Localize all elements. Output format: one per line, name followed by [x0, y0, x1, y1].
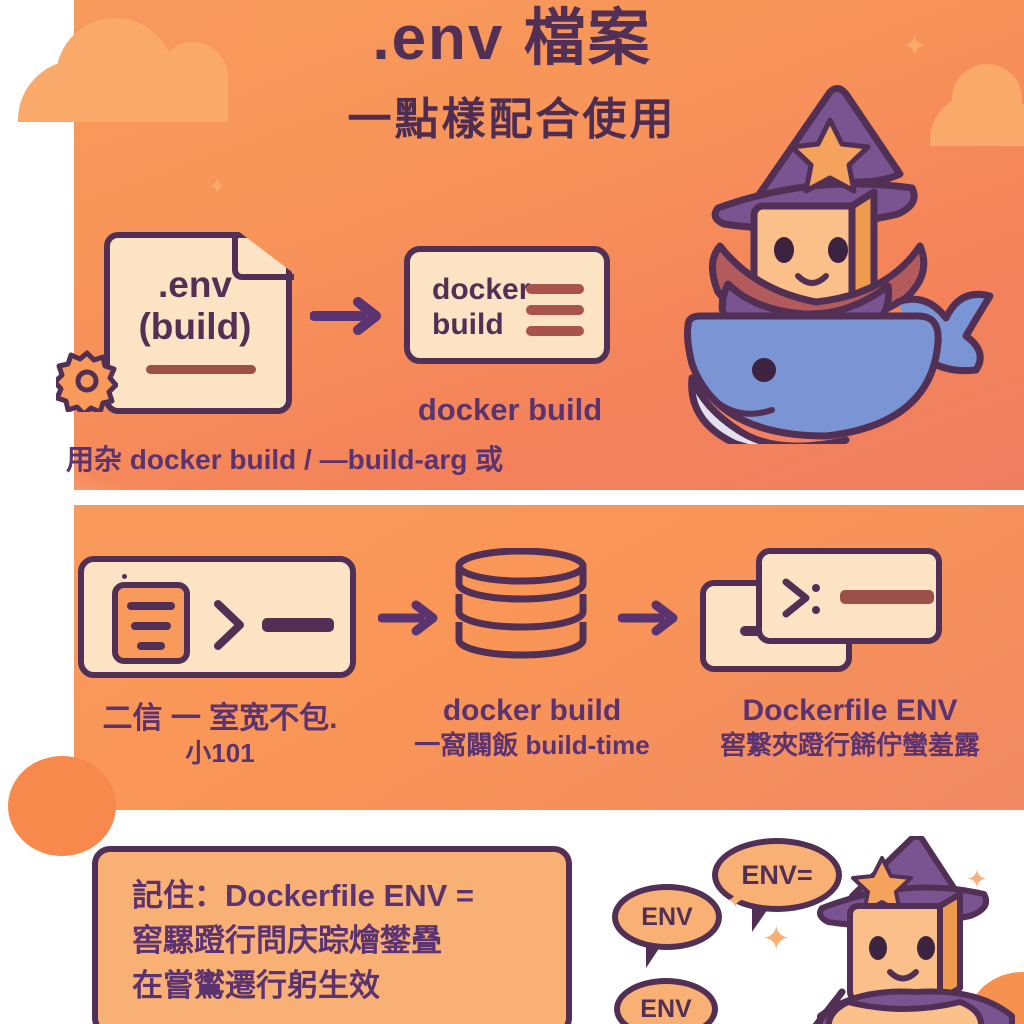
cursor-bar-icon	[262, 618, 334, 632]
header: .env 檔案 一點樣配合使用	[0, 0, 1024, 147]
page-title: .env 檔案	[372, 4, 652, 73]
arrow-right-icon-3	[618, 600, 678, 636]
row1-caption-sub: 用杂 docker build / —build-arg 或	[66, 444, 504, 475]
prompt-bar-icon	[840, 590, 934, 604]
speech-bubble-env-equals: ENV=	[712, 838, 842, 932]
menu-bars-icon	[526, 284, 584, 347]
docker-whale-wizard-mascot	[684, 85, 994, 444]
row2-caption-left: 二信 一 室宽不包. 小101	[102, 702, 338, 769]
docker-build-card: docker build	[404, 246, 610, 364]
note-line-1: 記住：Dockerfile ENV =	[132, 878, 474, 913]
arrow-right-icon-1	[310, 297, 381, 335]
card-dot	[122, 574, 127, 579]
note-line-3: 在嘗鸑遷行躬生效	[132, 967, 380, 1003]
sparkle-icon-2: ✦	[208, 174, 227, 199]
env-file-card: .env (build)	[104, 232, 292, 414]
speech-bubble-env-1: ENV	[612, 884, 722, 968]
env-file-label: .env (build)	[138, 264, 252, 348]
row2-caption-right: Dockerfile ENV 窖繋夾蹬行餙佇蠻羞露	[719, 694, 980, 761]
box-wizard-mascot	[812, 836, 1015, 1024]
row1-caption-title: docker build	[417, 392, 603, 427]
orange-blob-bottom-left	[8, 756, 116, 856]
terminal-card-front	[756, 548, 942, 644]
terminal-card	[78, 556, 356, 678]
document-icon	[112, 582, 190, 664]
page-subtitle: 一點樣配合使用	[347, 95, 677, 145]
note-box: 記住：Dockerfile ENV = 窖騾蹬行問庆踪燴鐢疂 在嘗鸑遷行躬生效	[92, 846, 572, 1024]
note-line-2: 窖騾蹬行問庆踪燴鐢疂	[132, 922, 442, 958]
arrow-right-icon-2	[378, 600, 438, 636]
file-fold-corner	[232, 232, 294, 280]
file-rule-line	[146, 365, 256, 374]
speech-bubble-env-2: ENV	[614, 978, 718, 1024]
docker-build-card-label: docker build	[432, 273, 531, 342]
chevron-right-icon	[214, 600, 244, 650]
gear-icon	[56, 350, 118, 412]
layers-stack-icon	[455, 548, 587, 659]
prompt-icon	[782, 578, 820, 618]
row2-caption-center: docker build 一窩闢飯 build-time	[414, 694, 650, 761]
